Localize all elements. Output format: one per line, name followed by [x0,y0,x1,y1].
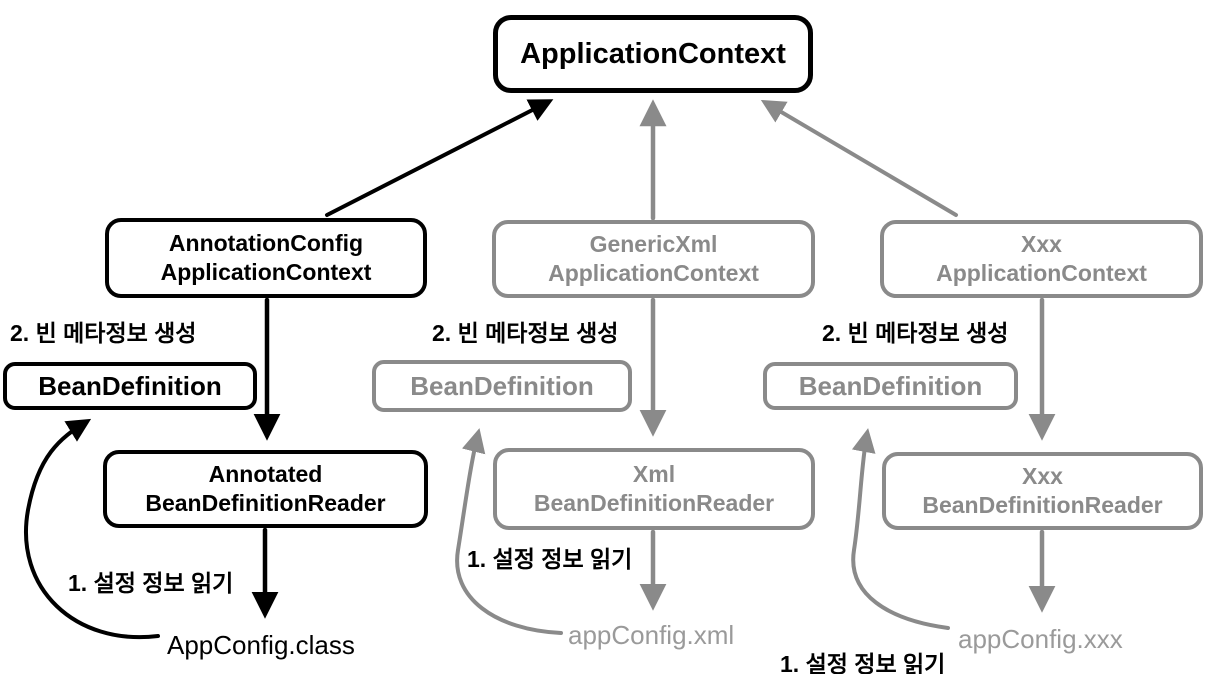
label-step1-left: 1. 설정 정보 읽기 [68,570,234,596]
arrow-annotationconfig-to-applicationcontext [325,99,554,217]
node-applicationcontext-label: ApplicationContext [520,37,786,70]
node-annotated-beandefinitionreader: Annotated BeanDefinitionReader [103,450,428,528]
file-appconfig-class: AppConfig.class [167,630,355,660]
node-line: Xxx [1022,463,1063,490]
node-line: ApplicationContext [936,260,1147,286]
node-xxx-beandefinitionreader: Xxx BeanDefinitionReader [882,452,1203,530]
node-line: BeanDefinitionReader [922,492,1163,518]
label-step2-right: 2. 빈 메타정보 생성 [822,320,1009,346]
label-step2-mid: 2. 빈 메타정보 생성 [432,320,619,346]
node-beandefinition-mid: BeanDefinition [372,360,632,412]
node-line: BeanDefinitionReader [533,490,775,516]
node-line: Xml [632,461,676,488]
file-appconfig-xml: appConfig.xml [568,620,735,650]
arrow-xxxcontext-to-applicationcontext [760,99,958,217]
node-line: GenericXml [589,231,718,258]
label-step2-left: 2. 빈 메타정보 생성 [10,320,197,346]
node-line: BeanDefinitionReader [145,490,386,516]
node-xxx-applicationcontext: Xxx ApplicationContext [880,220,1203,298]
label-step1-right: 1. 설정 정보 읽기 [780,651,946,674]
node-beandefinition-left: BeanDefinition [3,362,257,410]
node-line: Annotated [208,461,323,488]
node-line: BeanDefinition [410,370,594,401]
node-line: Xxx [1021,231,1062,258]
node-genericxml-applicationcontext: GenericXml ApplicationContext [492,220,815,298]
node-line: BeanDefinition [38,370,222,401]
file-appconfig-xxx: appConfig.xxx [958,624,1123,654]
node-beandefinition-right: BeanDefinition [763,362,1018,410]
node-xml-beandefinitionreader: Xml BeanDefinitionReader [493,448,815,530]
node-annotationconfig-applicationcontext: AnnotationConfig ApplicationContext [105,218,427,298]
node-line: AnnotationConfig [168,230,364,257]
label-step1-mid: 1. 설정 정보 읽기 [467,546,633,572]
node-line: ApplicationContext [160,259,372,285]
node-applicationcontext: ApplicationContext [493,15,813,93]
node-line: ApplicationContext [548,260,759,286]
node-line: BeanDefinition [798,370,983,401]
